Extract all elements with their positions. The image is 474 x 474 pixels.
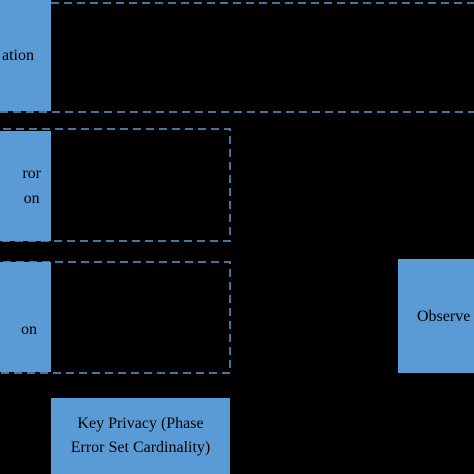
key-privacy-block: Key Privacy (Phase Error Set Cardinality…	[51, 398, 230, 474]
top-left-block: ation	[0, 0, 51, 111]
lower-left-block: on	[0, 262, 51, 372]
key-privacy-line1: Key Privacy (Phase	[77, 415, 204, 432]
key-privacy-line2: Error Set Cardinality)	[70, 439, 211, 456]
lower-left-block-line1	[21, 292, 37, 317]
lower-left-block-line2: on	[21, 321, 37, 338]
middle-left-block-line1: ror	[22, 165, 41, 182]
lower-dashed-rect	[0, 261, 231, 374]
middle-dashed-rect	[0, 128, 231, 242]
middle-left-block: ror on	[0, 131, 51, 241]
observer-block: Observe	[398, 259, 474, 373]
top-left-block-label: ation	[2, 47, 34, 64]
observer-label: Observe	[417, 307, 471, 325]
middle-left-block-line2: on	[23, 190, 40, 207]
